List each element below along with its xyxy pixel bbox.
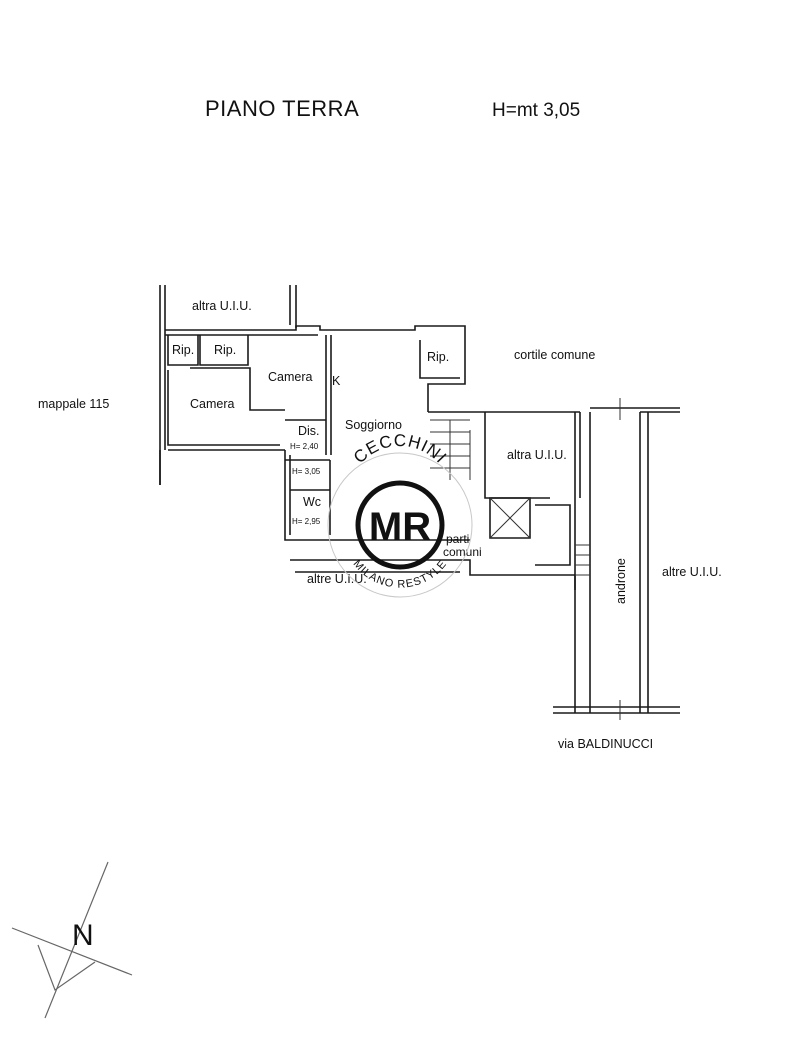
height-wc: H= 2,95 — [292, 517, 321, 526]
room-camera-2: Camera — [190, 397, 235, 411]
room-androne: androne — [614, 558, 628, 604]
walls — [159, 285, 680, 720]
room-altra-uiu-right: altra U.I.U. — [507, 448, 567, 462]
room-wc: Wc — [303, 495, 321, 509]
label-street: via BALDINUCCI — [558, 737, 653, 751]
room-kitchen: K — [332, 374, 341, 388]
north-label: N — [72, 919, 94, 952]
room-altra-uiu-top: altra U.I.U. — [192, 299, 252, 313]
room-camera-1: Camera — [268, 370, 313, 384]
room-altre-uiu-right: altre U.I.U. — [662, 565, 722, 579]
height-room: H= 3,05 — [292, 467, 321, 476]
room-rip-3: Rip. — [427, 350, 449, 364]
room-altre-uiu-bottom: altre U.I.U. — [307, 572, 367, 586]
room-rip-2: Rip. — [214, 343, 236, 357]
room-rip-1: Rip. — [172, 343, 194, 357]
label-cortile: cortile comune — [514, 348, 595, 362]
room-soggiorno: Soggiorno — [345, 418, 402, 432]
watermark-top-text: CECCHINI — [350, 431, 451, 467]
north-arrow-icon: N — [11, 861, 133, 1019]
label-comuni: comuni — [443, 545, 482, 559]
plan-title: PIANO TERRA — [205, 96, 359, 121]
label-mappale: mappale 115 — [38, 397, 109, 411]
room-disimpegno: Dis. — [298, 424, 320, 438]
plan-height: H=mt 3,05 — [492, 100, 580, 121]
height-disimpegno: H= 2,40 — [290, 442, 319, 451]
label-parti: parti — [446, 532, 469, 546]
watermark-logo: MR — [369, 505, 431, 549]
